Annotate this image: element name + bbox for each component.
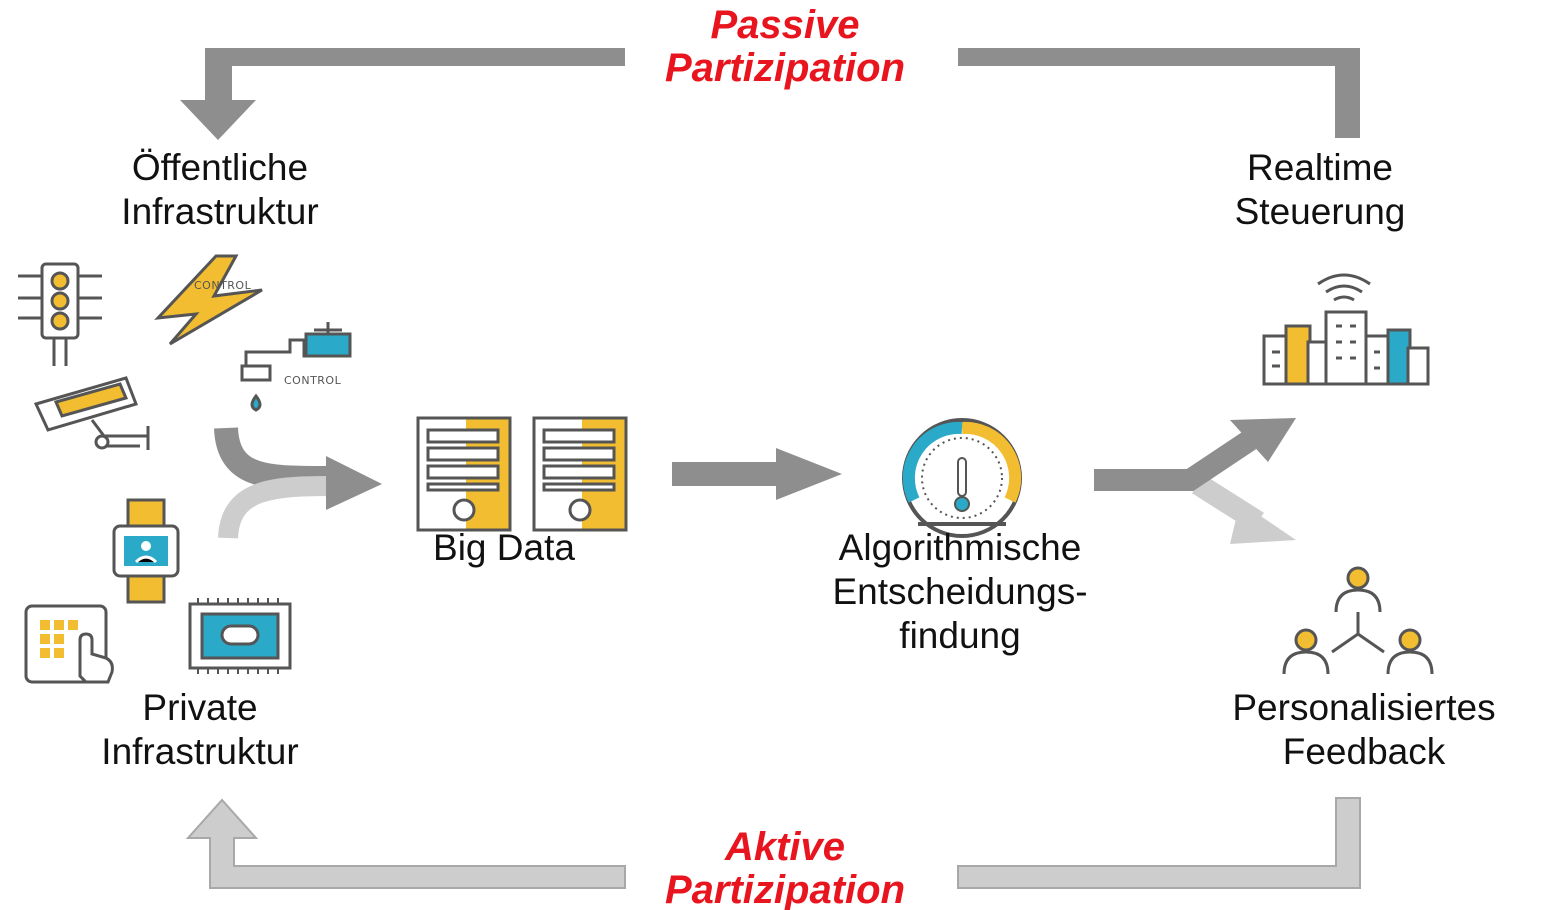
private-infra-line1: Private [142, 687, 258, 728]
algo-line2: Entscheidungs- [832, 571, 1088, 612]
passive-loop-arrow [180, 48, 1360, 140]
server-icon [416, 416, 512, 532]
lightning-control-icon: CONTROL [154, 254, 263, 346]
feedback-line1: Personalisiertes [1232, 687, 1496, 728]
smart-city-icon [1262, 273, 1430, 386]
svg-text:CPU: CPU [228, 631, 251, 642]
split-arrow [1094, 418, 1296, 544]
active-label-line1: Aktive [724, 825, 846, 869]
active-participation-label: Aktive Partizipation [560, 826, 1010, 910]
realtime-line2: Steuerung [1234, 191, 1406, 232]
active-loop-arrow [185, 797, 1361, 889]
svg-text:CONTROL: CONTROL [194, 279, 252, 292]
merge-arrow [214, 426, 382, 539]
algo-line1: Algorithmische [838, 527, 1082, 568]
server-icon [532, 416, 628, 532]
feedback-line2: Feedback [1282, 731, 1446, 772]
public-infrastructure-label: Öffentliche Infrastruktur [40, 146, 400, 234]
security-camera-icon [33, 376, 150, 450]
algo-line3: findung [899, 615, 1021, 656]
people-network-icon [1282, 566, 1434, 675]
algorithmic-decision-label: Algorithmische Entscheidungs- findung [740, 526, 1180, 658]
public-infra-line1: Öffentliche [131, 147, 309, 188]
passive-label-line2: Partizipation [664, 46, 906, 90]
traffic-light-icon [18, 262, 102, 366]
realtime-line1: Realtime [1247, 147, 1393, 188]
private-infrastructure-label: Private Infrastruktur [30, 686, 370, 774]
private-infra-line2: Infrastruktur [101, 731, 299, 772]
gauge-thermometer-icon [902, 418, 1022, 538]
public-infra-line2: Infrastruktur [121, 191, 319, 232]
passive-label-line1: Passive [710, 3, 860, 47]
active-label-line2: Partizipation [664, 868, 906, 910]
tablet-icon [24, 604, 114, 684]
realtime-control-label: Realtime Steuerung [1160, 146, 1480, 234]
water-tap-icon: CONTROL [240, 322, 352, 412]
svg-text:CONTROL: CONTROL [284, 374, 342, 387]
personalized-feedback-label: Personalisiertes Feedback [1176, 686, 1552, 774]
smartwatch-icon [112, 498, 180, 604]
process-arrow [672, 448, 842, 500]
cpu-chip-icon: CPU [188, 598, 292, 674]
passive-participation-label: Passive Partizipation [560, 4, 1010, 90]
big-data-label: Big Data [433, 527, 575, 568]
